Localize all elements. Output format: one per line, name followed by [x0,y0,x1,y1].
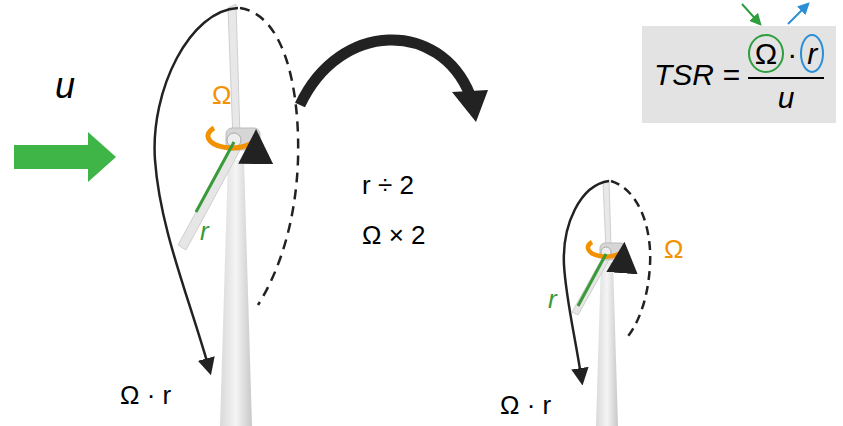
tip-speed-label: Ω · r [120,382,171,408]
numerator: Ω·r [748,34,824,79]
radius-change: r ÷ 2 [362,172,414,198]
formula-term: Ω [748,34,784,73]
small-turbine [564,180,650,426]
formula-term: r [800,34,824,73]
wind-speed-label: u [55,68,75,104]
speed-change: Ω × 2 [362,222,426,248]
formula-box: TSR =Ω·ru [642,26,836,123]
formula-term: TSR = [654,58,740,92]
radius-label: r [200,218,209,244]
fraction: Ω·ru [748,34,824,115]
rotation-label: Ω [212,82,231,108]
rotation-label: Ω [664,236,683,262]
large-turbine [155,4,299,426]
formula-term: · [787,37,797,71]
radius-label: r [548,286,557,312]
formula-term: u [778,79,795,115]
tip-speed-label: Ω · r [500,392,551,418]
wind-arrow [14,132,116,182]
